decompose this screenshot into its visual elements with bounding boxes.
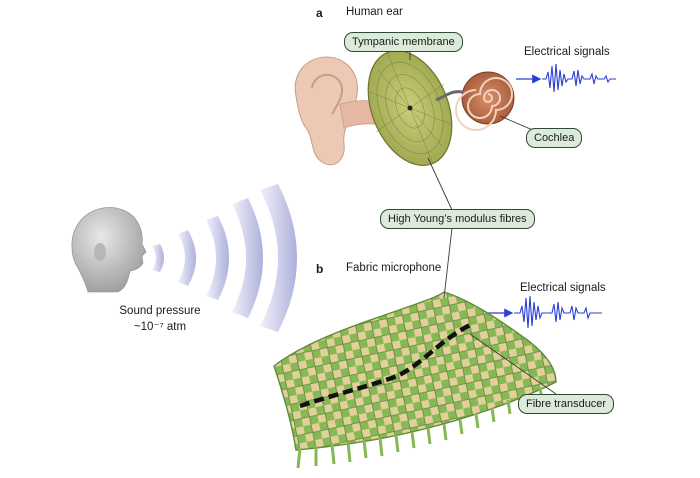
sound-wave-arc — [260, 184, 297, 332]
signal-waveform-top — [542, 63, 616, 93]
cochlea-illustration — [455, 71, 515, 131]
sound-pressure-value: ~10⁻⁷ atm — [133, 321, 187, 333]
signal-waveform-bottom — [514, 295, 602, 329]
panel-a-letter: a — [316, 6, 323, 20]
fibre-transducer-label: Fibre transducer — [518, 394, 615, 414]
electrical-signals-label-bottom: Electrical signals — [520, 282, 606, 294]
sound-wave-arc — [152, 244, 164, 272]
panel-b-title: Fabric microphone — [346, 262, 442, 274]
woven-fabric-illustration — [273, 291, 557, 469]
ossicle-chain — [435, 90, 463, 102]
leader-transducer — [469, 333, 557, 395]
tympanic-membrane-label: Tympanic membrane — [344, 32, 463, 52]
sound-wave-arcs — [152, 184, 297, 332]
electrical-signals-label-top: Electrical signals — [524, 46, 610, 58]
human-head-icon — [71, 207, 147, 293]
leader-modulus-up — [427, 157, 453, 211]
sound-pressure-label: Sound pressure — [119, 305, 201, 317]
outer-ear-illustration — [294, 56, 387, 166]
sound-wave-arc — [206, 216, 229, 300]
sound-wave-arc — [178, 230, 196, 286]
panel-b-letter: b — [316, 262, 324, 276]
high-modulus-fibres-label: High Young’s modulus fibres — [380, 209, 535, 229]
sound-wave-arc — [232, 198, 263, 318]
panel-a-title: Human ear — [346, 6, 403, 18]
cochlea-label: Cochlea — [526, 128, 583, 148]
leader-modulus-down — [443, 227, 453, 299]
fibre-transducer-line — [299, 321, 474, 409]
tympanic-membrane-illustration — [367, 49, 453, 167]
